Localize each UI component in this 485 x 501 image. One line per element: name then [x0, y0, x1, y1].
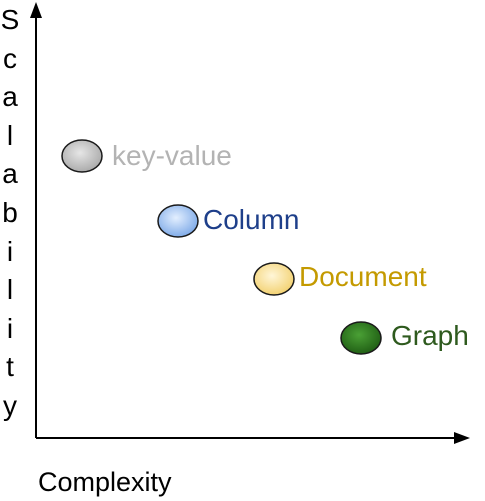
- y-axis-label-letter: b: [2, 197, 18, 228]
- y-axis-arrowhead: [30, 2, 42, 18]
- y-axis-label-letter: y: [3, 390, 17, 421]
- key-value-node: [61, 139, 103, 173]
- y-axis-label-letter: a: [2, 158, 18, 190]
- y-axis-label-letter: S: [0, 4, 20, 35]
- x-axis-label: Complexity: [38, 467, 172, 497]
- graph-label: Graph: [391, 320, 469, 351]
- y-axis-label-letter: a: [2, 81, 18, 113]
- key-value-label: key-value: [112, 140, 232, 171]
- document-node: [253, 262, 295, 296]
- x-axis-arrowhead: [454, 432, 470, 444]
- y-axis-label-letter: l: [6, 274, 14, 306]
- column-node: [157, 204, 199, 238]
- column-label: Column: [203, 204, 300, 235]
- y-axis-label-letter: i: [6, 235, 14, 267]
- y-axis-label-letter: i: [6, 312, 14, 344]
- y-axis-label-letter: c: [3, 42, 17, 74]
- y-axis-label-letter: t: [6, 351, 14, 383]
- y-axis-label-letter: l: [6, 119, 14, 151]
- graph-node: [340, 321, 382, 355]
- document-label: Document: [299, 261, 427, 292]
